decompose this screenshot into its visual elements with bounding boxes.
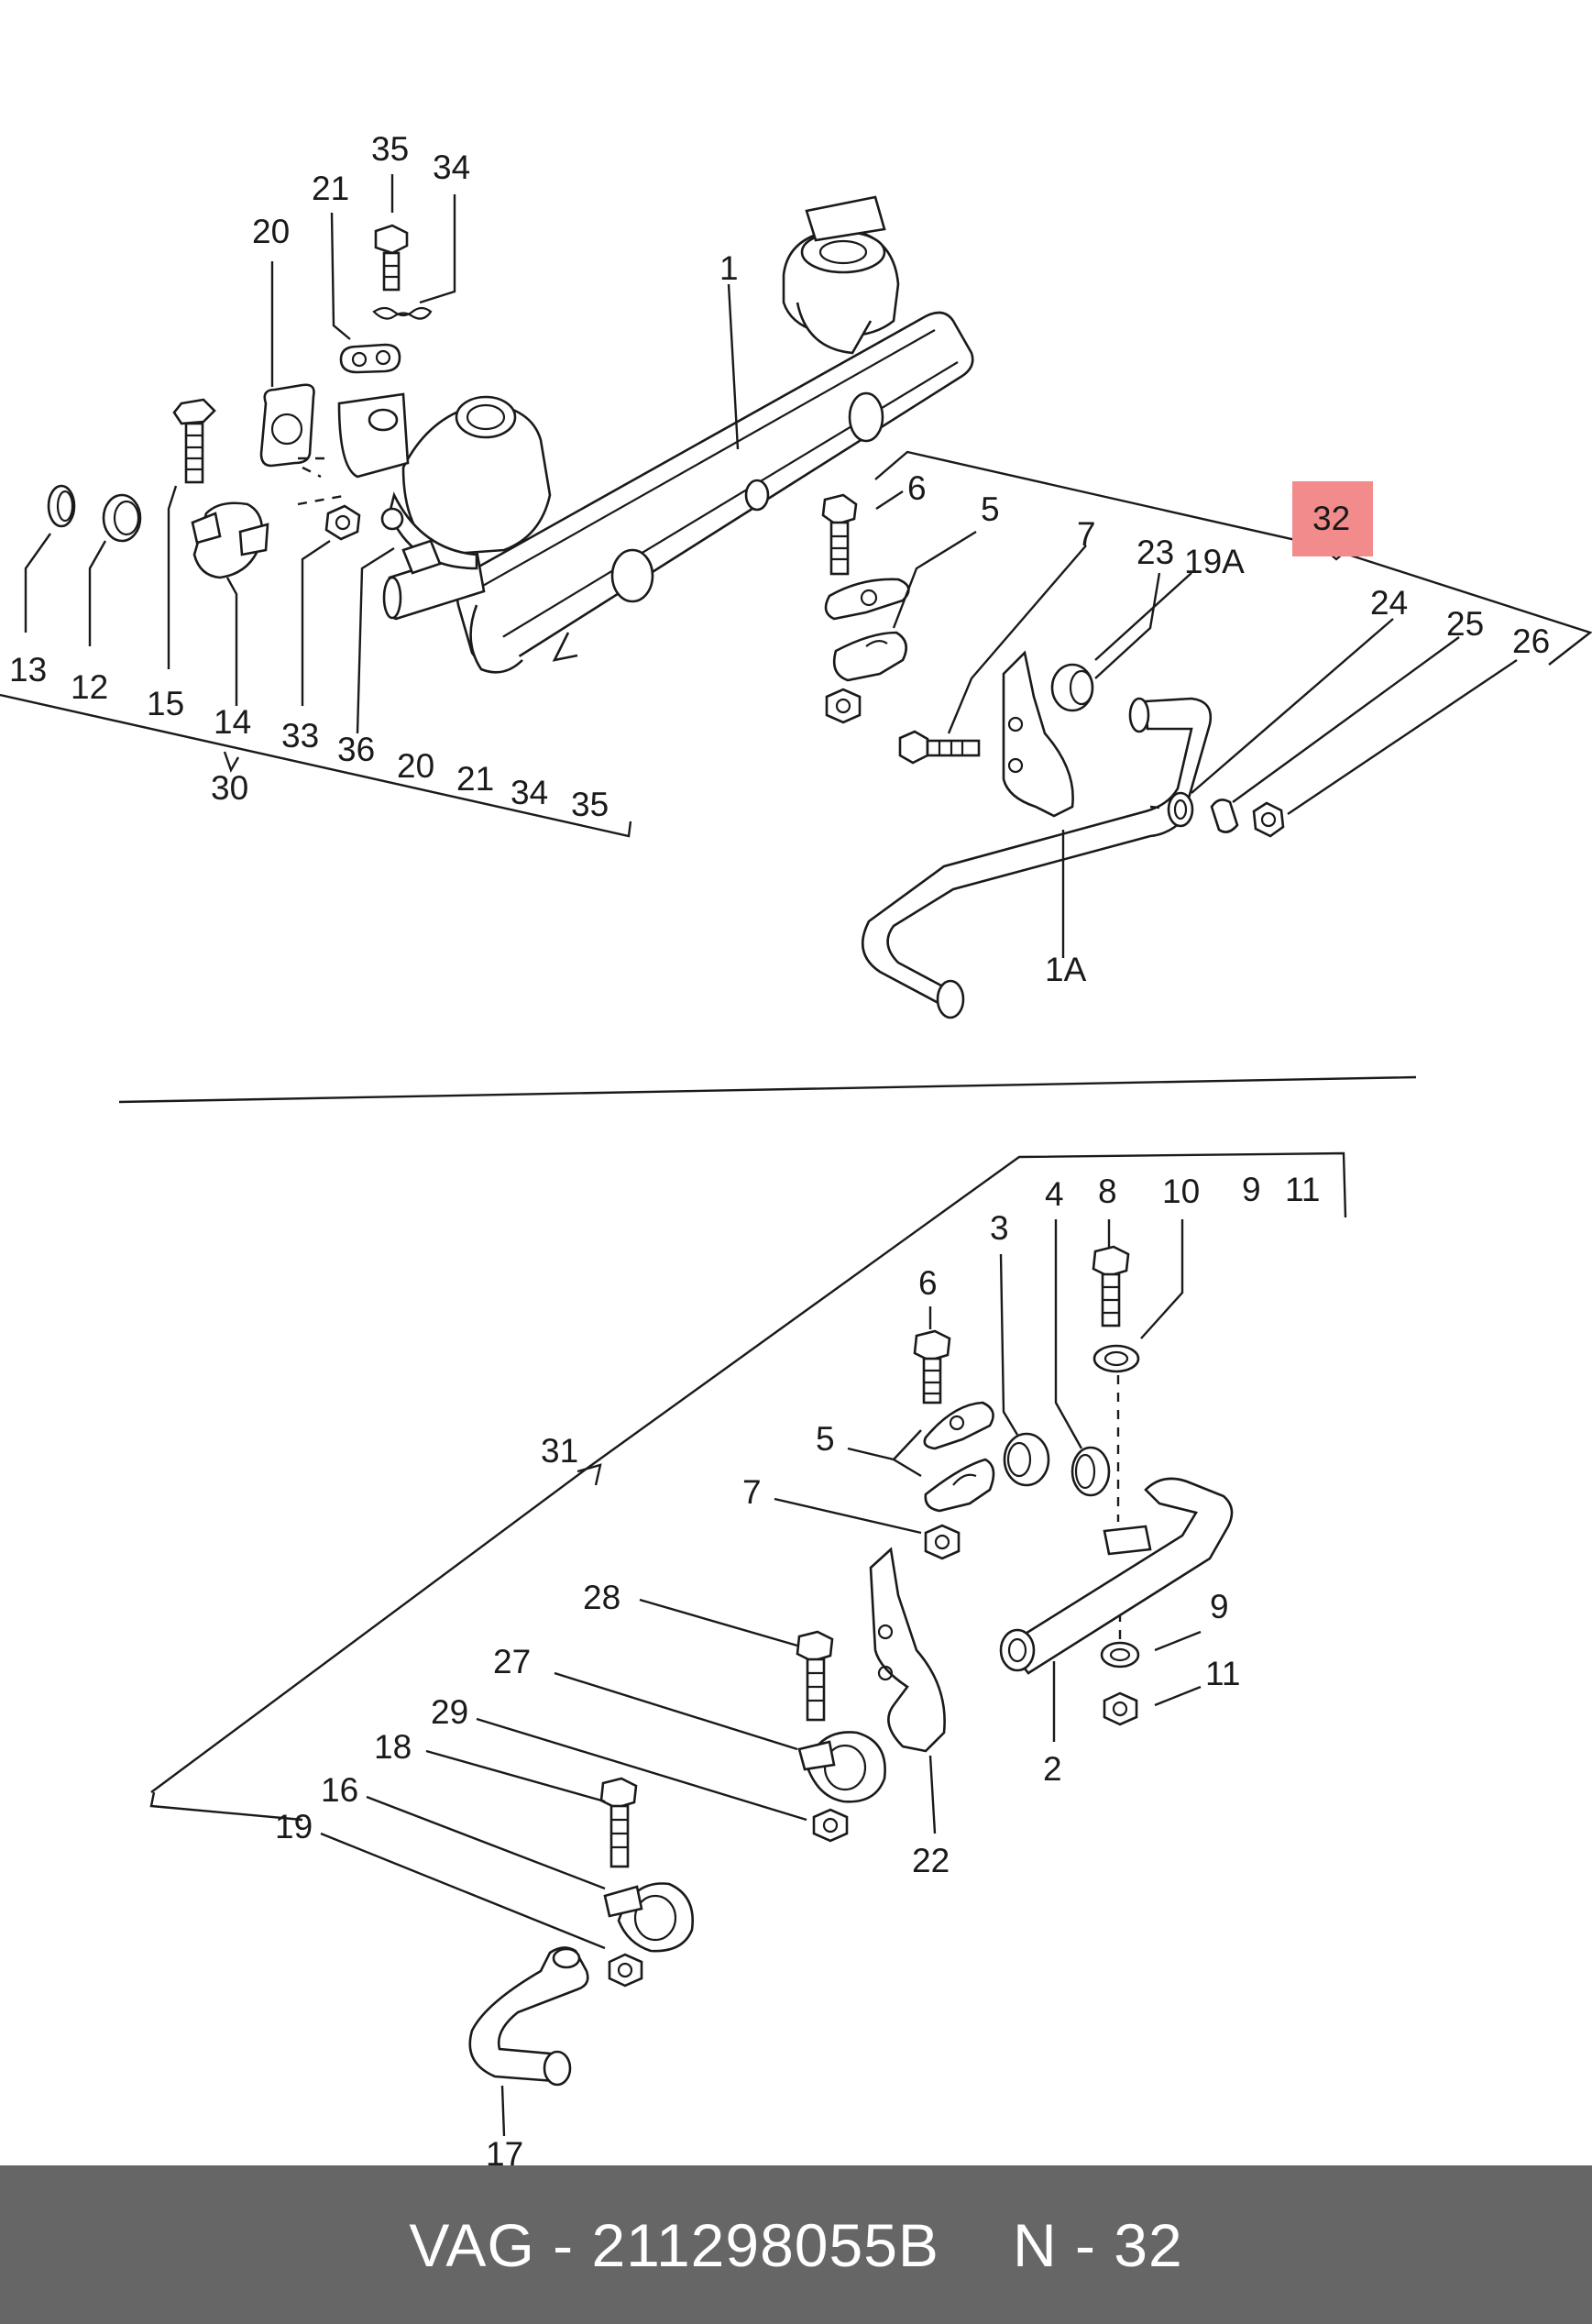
callout-13: 13 [9, 651, 47, 688]
callout-23: 23 [1136, 534, 1174, 571]
bolt-8-part [1092, 1245, 1130, 1327]
callout-29: 29 [431, 1693, 468, 1731]
bolt-23-part [898, 730, 981, 765]
callout-30: 30 [211, 769, 248, 807]
callout-22: 22 [912, 1842, 950, 1879]
gasket-21-part [339, 343, 401, 374]
callout-32-highlighted: 32 [1312, 500, 1350, 537]
pipe-2-part [999, 1477, 1234, 1675]
bolt-28-part [796, 1630, 834, 1722]
lockwasher-9-part [1100, 1641, 1140, 1669]
callout-labels-bottom: 4 8 10 9 11 3 6 5 31 7 28 9 11 27 29 18 … [275, 1171, 1320, 2165]
pipe-1A-part [862, 697, 1213, 1019]
callout-20: 20 [252, 213, 290, 250]
seal-13-part [47, 484, 76, 528]
bottom-assembly [149, 1151, 1347, 2137]
bolt-18-part [599, 1777, 638, 1868]
clamp-16-part [603, 1882, 694, 1953]
callout-10: 10 [1162, 1173, 1200, 1210]
callout-14: 14 [214, 703, 251, 741]
callout-35b: 35 [571, 786, 609, 823]
callout-8: 8 [1098, 1173, 1117, 1210]
callout-labels-top: 35 34 21 20 1 6 5 7 23 19A 24 25 26 13 1… [9, 130, 1550, 988]
clamp-27-part [797, 1731, 886, 1803]
callout-9: 9 [1242, 1171, 1261, 1208]
callout-34b: 34 [511, 774, 548, 811]
callout-12: 12 [71, 668, 108, 706]
callout-1A: 1A [1045, 951, 1087, 988]
callout-25: 25 [1446, 605, 1484, 643]
callout-28: 28 [583, 1579, 620, 1616]
callout-19: 19 [275, 1808, 313, 1845]
callout-20b: 20 [397, 747, 434, 785]
callout-11b: 11 [1205, 1655, 1240, 1692]
callout-4: 4 [1045, 1175, 1064, 1213]
bracket-22-part [869, 1547, 946, 1753]
part-number-footer: VAG - 211298055B N - 32 [0, 2165, 1592, 2324]
callout-16: 16 [321, 1771, 358, 1809]
exploded-parts-diagram: 35 34 21 20 1 6 5 7 23 19A 24 25 26 13 1… [0, 130, 1592, 2165]
nut-11-part [1103, 1691, 1138, 1726]
callout-3: 3 [990, 1209, 1009, 1247]
callout-21: 21 [312, 170, 349, 207]
callout-33: 33 [281, 717, 319, 754]
callout-34: 34 [433, 149, 470, 186]
washer-34-part [372, 306, 433, 320]
bolt-15-part [172, 398, 216, 484]
seal-12-part [102, 493, 142, 543]
callout-11: 11 [1285, 1171, 1320, 1208]
upper-housing [337, 392, 552, 575]
grommet-19A-part [1050, 663, 1094, 712]
callout-5b: 5 [816, 1420, 835, 1458]
bolt-6b-part [913, 1329, 951, 1404]
position-ref: N - 32 [1012, 2210, 1183, 2279]
callout-5: 5 [981, 490, 1000, 528]
bolt-35-part [374, 224, 409, 292]
bolt-6-part [821, 493, 858, 576]
highlight-box [1292, 481, 1373, 556]
callout-26: 26 [1512, 622, 1550, 660]
part-number: VAG - 211298055B [409, 2210, 939, 2279]
pipe-17-part [468, 1946, 589, 2087]
callout-2: 2 [1043, 1750, 1062, 1788]
callout-27: 27 [493, 1643, 531, 1680]
nut-7-part [825, 688, 862, 724]
gasket-20-part [259, 383, 315, 468]
callout-17: 17 [486, 2135, 523, 2165]
callout-7: 7 [1077, 515, 1096, 553]
callout-7b: 7 [742, 1473, 762, 1511]
washer-24-part [1167, 791, 1194, 828]
fuel-rail [382, 311, 974, 674]
nut-29-part [812, 1808, 849, 1843]
right-housing [782, 195, 900, 355]
clamp-14-part [191, 501, 269, 579]
section-divider [118, 1075, 1417, 1104]
lockwasher-25-part [1210, 799, 1239, 833]
callout-1: 1 [719, 249, 739, 287]
callout-24: 24 [1370, 584, 1408, 622]
nut-19-part [608, 1953, 643, 1988]
clamp-5-part [824, 578, 910, 682]
callout-9b: 9 [1210, 1588, 1229, 1625]
callout-6: 6 [907, 469, 927, 507]
callout-6b: 6 [918, 1264, 938, 1302]
callout-21b: 21 [456, 760, 494, 798]
top-assembly [0, 174, 1592, 1019]
callout-19A: 19A [1184, 543, 1245, 580]
nut-7b-part [924, 1524, 961, 1560]
grommet-4-part [1070, 1446, 1111, 1497]
clamp-5b-part [923, 1401, 995, 1513]
nut-26-part [1252, 801, 1285, 838]
grommet-3-part [1003, 1432, 1050, 1487]
callout-15: 15 [147, 685, 184, 722]
callout-18: 18 [374, 1728, 412, 1766]
callout-31: 31 [541, 1432, 578, 1470]
washer-10-part [1092, 1344, 1140, 1373]
bracket-1A-part [1002, 650, 1074, 818]
nut-33-part [324, 504, 361, 541]
callout-36: 36 [337, 731, 375, 768]
callout-35: 35 [371, 130, 409, 168]
